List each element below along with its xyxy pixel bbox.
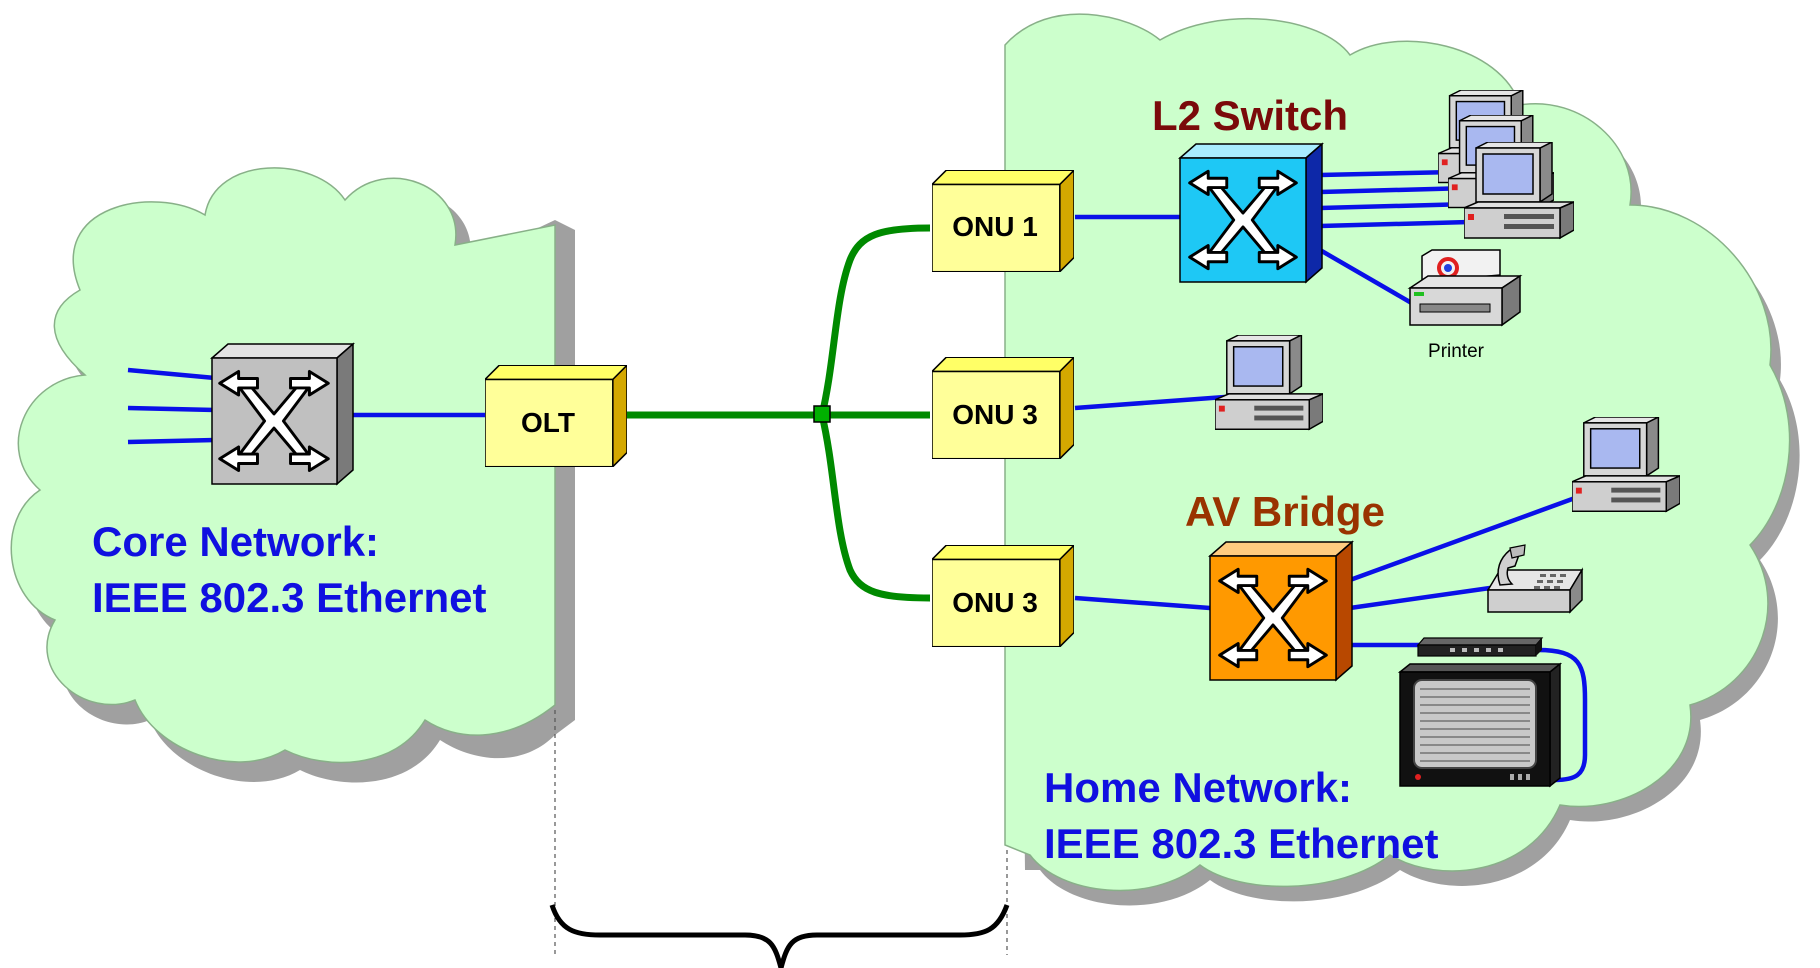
core-network-title: Core Network: [92, 518, 379, 565]
l2-switch [1178, 142, 1324, 284]
core-uplinks [127, 367, 488, 445]
home-network-subtitle: IEEE 802.3 Ethernet [1044, 820, 1439, 867]
television-icon [1397, 662, 1563, 788]
home-cloud-body [1004, 13, 1791, 892]
av-bridge-label: AV Bridge [1185, 488, 1385, 535]
fiber-tree [625, 224, 931, 602]
core-network-subtitle: IEEE 802.3 Ethernet [92, 574, 487, 621]
printer-icon [1407, 249, 1523, 327]
core-switch [210, 342, 355, 486]
telephone-icon [1486, 544, 1584, 614]
av-bridge [1208, 540, 1354, 682]
onu-middle-label: ONU 3 [952, 399, 1038, 430]
onu-top-label: ONU 1 [952, 211, 1038, 242]
home-network-title: Home Network: [1044, 764, 1352, 811]
l2-switch-label: L2 Switch [1152, 92, 1348, 139]
printer-label: Printer [1428, 341, 1485, 362]
onu-bottom-label: ONU 3 [952, 587, 1038, 618]
splitter-node [813, 405, 831, 423]
olt-box: OLT [485, 365, 627, 467]
set-top-box-icon [1416, 637, 1544, 657]
onu-top-box: ONU 1 [932, 170, 1074, 272]
pon-span-brace [549, 904, 1010, 968]
home-ethernet-links [1074, 169, 1588, 783]
onu-middle-box: ONU 3 [932, 357, 1074, 459]
olt-label: OLT [521, 407, 575, 438]
onu-bottom-box: ONU 3 [932, 545, 1074, 647]
